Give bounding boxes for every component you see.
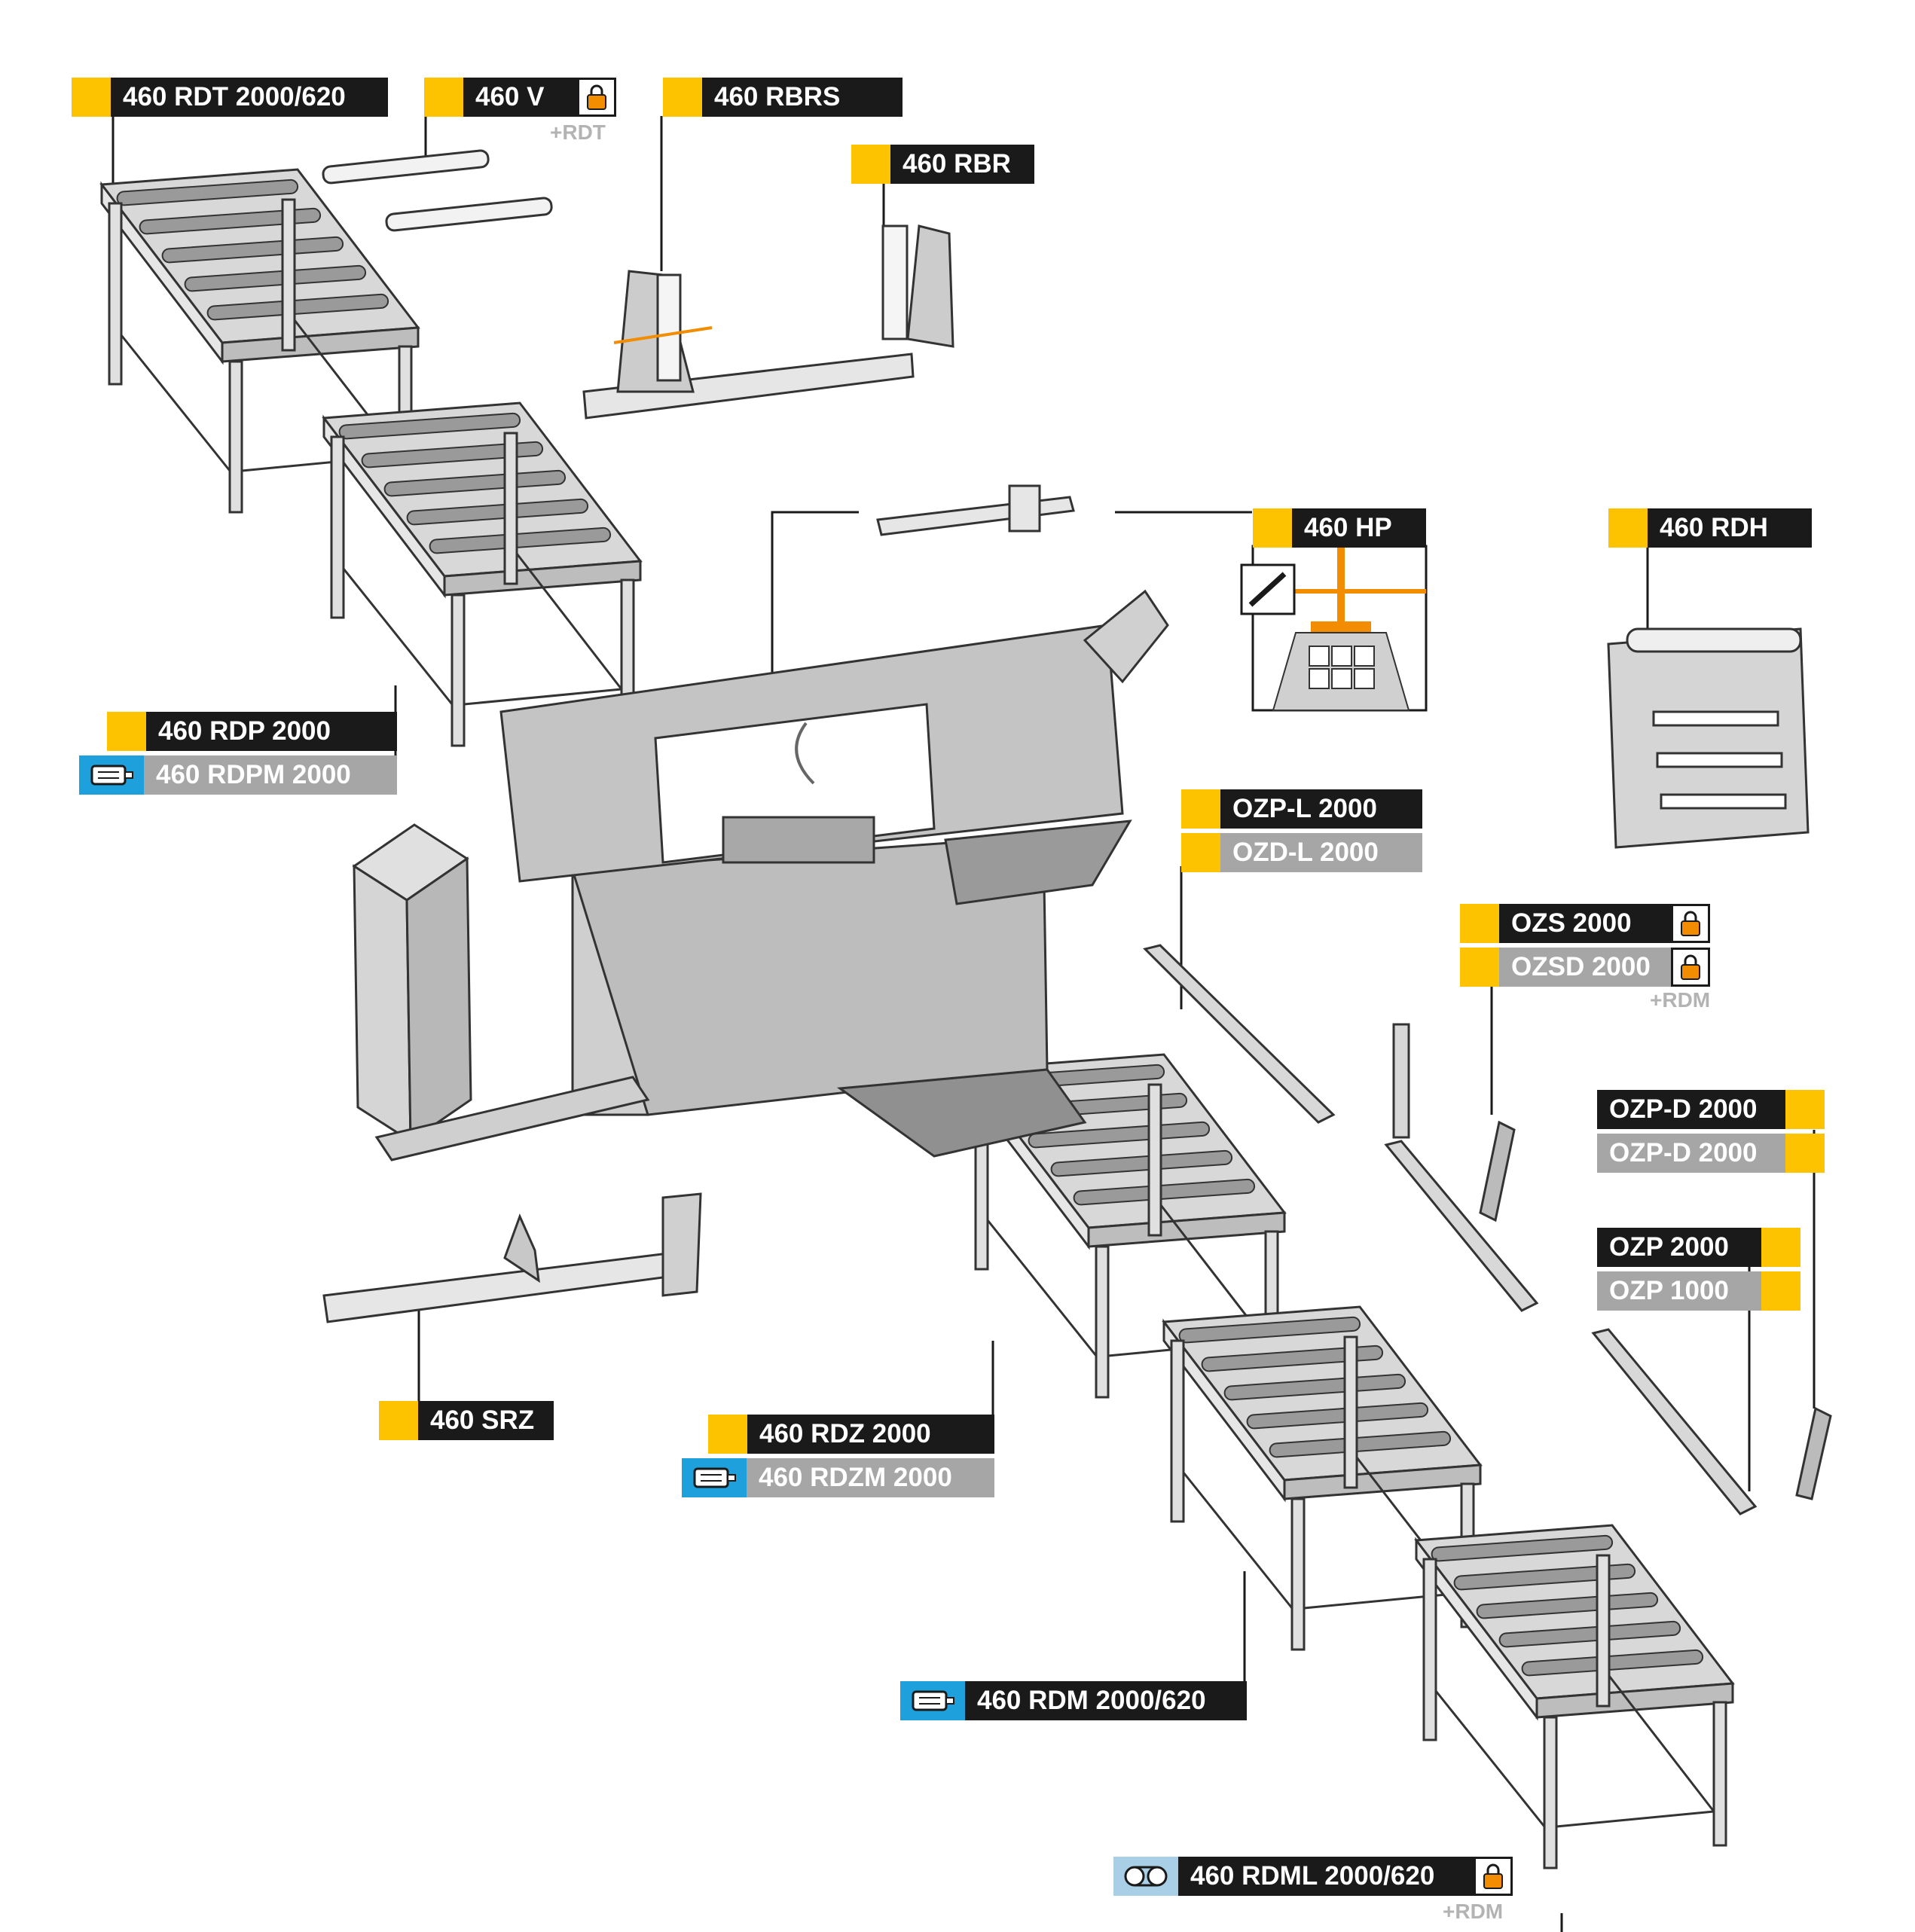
support-srz bbox=[322, 1192, 702, 1323]
hydraulic-cylinder-icon bbox=[1248, 572, 1287, 607]
electric-motor-icon bbox=[900, 1681, 965, 1720]
note-rdm-bottom: +RDM bbox=[1443, 1900, 1504, 1923]
hydraulic-guide-hp bbox=[876, 484, 1075, 536]
label-v: 460 V bbox=[424, 78, 616, 117]
stop-ozp bbox=[1591, 1328, 1832, 1515]
label-rdpm: 460 RDPM 2000 bbox=[79, 755, 397, 795]
label-rbrs: 460 RBRS bbox=[663, 78, 903, 117]
stop-ozs bbox=[1384, 1023, 1539, 1312]
chain-drive-icon bbox=[795, 722, 815, 785]
label-rdzm: 460 RDZM 2000 bbox=[682, 1458, 994, 1497]
hp-clamp-diagram bbox=[1240, 545, 1428, 712]
label-ozp1000: OZP 1000 bbox=[1597, 1271, 1800, 1311]
conveyor-rdp bbox=[322, 401, 642, 747]
note-rdt: +RDT bbox=[550, 121, 606, 144]
label-ozpl: OZP-L 2000 bbox=[1181, 789, 1422, 829]
padlock-icon bbox=[1671, 948, 1710, 987]
stop-bar-ozpl bbox=[1143, 944, 1336, 1124]
roller-stand-rdh bbox=[1607, 627, 1810, 849]
ramp-plate bbox=[836, 1068, 1087, 1158]
label-ozpd1: OZP-D 2000 bbox=[1597, 1090, 1825, 1129]
padlock-icon bbox=[1671, 904, 1710, 943]
band-saw bbox=[499, 589, 1169, 1116]
label-ozp2000: OZP 2000 bbox=[1597, 1228, 1800, 1267]
label-srz: 460 SRZ bbox=[379, 1401, 554, 1440]
electric-motor-icon bbox=[682, 1458, 747, 1497]
padlock-icon bbox=[1474, 1857, 1513, 1896]
label-ozs: OZS 2000 bbox=[1460, 904, 1710, 943]
label-ozdl: OZD-L 2000 bbox=[1181, 833, 1422, 872]
vertical-rollers bbox=[322, 149, 553, 232]
label-hp: 460 HP bbox=[1253, 508, 1426, 548]
chain-drive-icon bbox=[1113, 1857, 1178, 1896]
label-rdm: 460 RDM 2000/620 bbox=[900, 1681, 1247, 1720]
control-panel bbox=[352, 823, 650, 1161]
label-ozsd: OZSD 2000 bbox=[1460, 948, 1710, 987]
label-rdh: 460 RDH bbox=[1608, 508, 1812, 548]
label-rdp: 460 RDP 2000 bbox=[107, 712, 397, 751]
conveyor-rdml bbox=[1415, 1524, 1734, 1869]
label-rdt: 460 RDT 2000/620 bbox=[72, 78, 388, 117]
label-ozpd2: OZP-D 2000 bbox=[1597, 1134, 1825, 1173]
electric-motor-icon bbox=[79, 755, 144, 795]
roller-stand-rbr bbox=[881, 224, 954, 348]
label-rdml: 460 RDML 2000/620 bbox=[1113, 1857, 1513, 1896]
roller-stand-rbrs bbox=[582, 270, 915, 420]
label-rbr: 460 RBR bbox=[851, 145, 1034, 184]
label-rdz: 460 RDZ 2000 bbox=[708, 1415, 994, 1454]
note-rdm: +RDM bbox=[1650, 988, 1711, 1012]
padlock-icon bbox=[577, 78, 616, 117]
